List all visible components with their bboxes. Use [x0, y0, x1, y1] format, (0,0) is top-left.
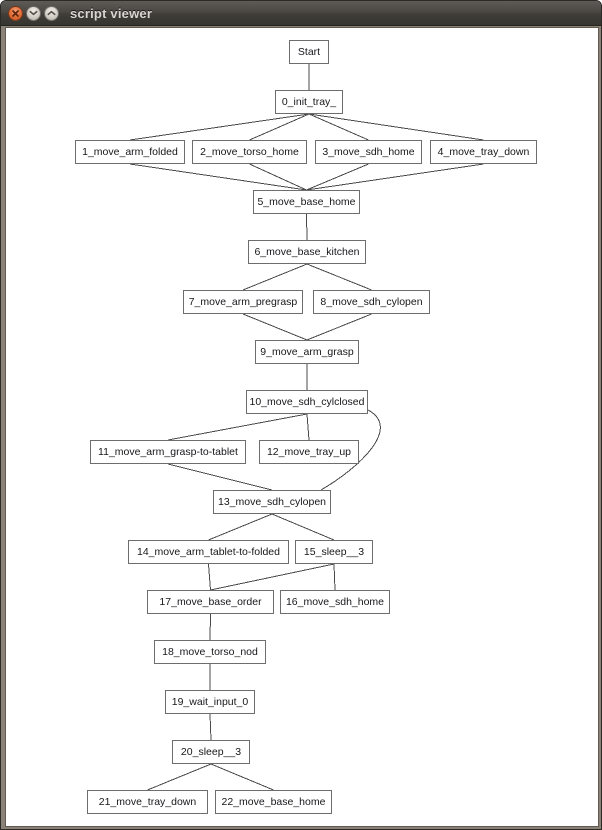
flowchart-edge — [306, 163, 484, 191]
flowchart-node-n21[interactable]: 21_move_tray_down — [87, 790, 208, 814]
flowchart-node-n14[interactable]: 14_move_arm_tablet-to-folded — [128, 540, 289, 564]
flowchart-edge — [306, 163, 369, 191]
flowchart-node-n17[interactable]: 17_move_base_order — [147, 590, 274, 614]
flowchart-node-label: 10_move_sdh_cylclosed — [249, 395, 365, 408]
flowchart-node-n20[interactable]: 20_sleep__3 — [172, 740, 250, 764]
flowchart-node-label: 3_move_sdh_home — [322, 145, 415, 158]
flowchart-edge — [147, 763, 212, 791]
flowchart-edge — [306, 263, 372, 291]
flowchart-node-label: 14_move_arm_tablet-to-folded — [136, 545, 280, 558]
flowchart-edge — [208, 563, 211, 591]
flowchart-edge — [167, 463, 273, 491]
flowchart-edge — [208, 513, 273, 541]
flowchart-node-n8[interactable]: 8_move_sdh_cylopen — [313, 290, 430, 314]
flowchart-node-label: 11_move_arm_grasp-to-tablet — [98, 445, 238, 458]
chevron-down-icon — [29, 10, 38, 16]
window-title: script viewer — [70, 5, 153, 21]
chevron-up-icon — [47, 10, 56, 16]
window-controls — [8, 5, 59, 21]
flowchart-edge — [306, 213, 308, 241]
flowchart-node-n1[interactable]: 1_move_arm_folded — [75, 140, 185, 164]
flowchart-node-label: 5_move_base_home — [257, 195, 356, 208]
flowchart-edge — [320, 409, 381, 491]
flowchart-edges — [129, 64, 484, 791]
flowchart-node-n4[interactable]: 4_move_tray_down — [430, 140, 537, 164]
flowchart-node-label: Start — [297, 45, 321, 58]
flowchart-node-n13[interactable]: 13_move_sdh_cylopen — [213, 490, 331, 514]
flowchart-edge — [209, 613, 211, 641]
flowchart-node-label: 8_move_sdh_cylopen — [320, 295, 423, 308]
flowchart-node-label: 21_move_tray_down — [98, 795, 197, 808]
flowchart-node-n0[interactable]: 0_init_tray_ — [275, 90, 343, 114]
close-button[interactable] — [8, 5, 23, 21]
flowchart-node-label: 1_move_arm_folded — [82, 145, 178, 158]
flowchart-node-label: 7_move_arm_pregrasp — [188, 295, 298, 308]
flowchart-node-label: 0_init_tray_ — [281, 95, 337, 108]
flowchart-edge — [242, 263, 308, 291]
flowchart-node-label: 4_move_tray_down — [437, 145, 530, 158]
flowchart-edge — [209, 713, 212, 741]
flowchart-node-start[interactable]: Start — [289, 40, 329, 64]
flowchart-node-label: 19_wait_input_0 — [171, 695, 249, 708]
flowchart: Start 0_init_tray_ 1_move_arm_folded 2_move… — [6, 28, 598, 826]
flowchart-node-n6[interactable]: 6_move_base_kitchen — [248, 240, 366, 264]
flowchart-node-n7[interactable]: 7_move_arm_pregrasp — [183, 290, 303, 314]
flowchart-node-label: 16_move_sdh_home — [285, 595, 385, 608]
flowchart-edge — [271, 513, 335, 541]
flowchart-node-n12[interactable]: 12_move_tray_up — [259, 440, 359, 464]
flowchart-node-label: 18_move_torso_nod — [162, 645, 258, 658]
flowchart-node-label: 9_move_arm_grasp — [260, 345, 354, 358]
flowchart-node-label: 6_move_base_kitchen — [254, 245, 360, 258]
flowchart-node-n22[interactable]: 22_move_base_home — [215, 790, 332, 814]
flowchart-edge — [306, 413, 310, 441]
close-icon — [12, 9, 19, 17]
flowchart-edge — [129, 113, 310, 141]
flowchart-node-label: 15_sleep__3 — [303, 545, 365, 558]
graph-canvas[interactable]: Start 0_init_tray_ 1_move_arm_folded 2_move… — [5, 27, 599, 827]
flowchart-node-label: 12_move_tray_up — [266, 445, 352, 458]
flowchart-edge — [167, 413, 308, 441]
window-titlebar[interactable]: script viewer — [1, 1, 601, 26]
flowchart-edge — [306, 313, 372, 341]
flowchart-edge — [129, 163, 307, 191]
flowchart-node-label: 2_move_torso_home — [200, 145, 299, 158]
flowchart-node-label: 13_move_sdh_cylopen — [218, 495, 326, 508]
flowchart-edge — [242, 313, 308, 341]
flowchart-edge — [210, 763, 274, 791]
flowchart-node-n2[interactable]: 2_move_torso_home — [192, 140, 307, 164]
flowchart-node-n15[interactable]: 15_sleep__3 — [295, 540, 373, 564]
flowchart-edge — [210, 563, 335, 591]
flowchart-edge — [249, 163, 307, 191]
flowchart-node-n5[interactable]: 5_move_base_home — [253, 190, 360, 214]
flowchart-node-n11[interactable]: 11_move_arm_grasp-to-tablet — [90, 440, 246, 464]
flowchart-node-n19[interactable]: 19_wait_input_0 — [165, 690, 255, 714]
flowchart-edge — [308, 113, 484, 141]
maximize-button[interactable] — [44, 5, 59, 21]
flowchart-edge — [308, 113, 369, 141]
flowchart-node-label: 20_sleep__3 — [180, 745, 242, 758]
flowchart-node-n3[interactable]: 3_move_sdh_home — [315, 140, 422, 164]
flowchart-node-n10[interactable]: 10_move_sdh_cylclosed — [246, 390, 368, 414]
flowchart-node-n9[interactable]: 9_move_arm_grasp — [255, 340, 359, 364]
minimize-button[interactable] — [26, 5, 41, 21]
flowchart-node-label: 17_move_base_order — [159, 595, 262, 608]
flowchart-node-n18[interactable]: 18_move_torso_nod — [154, 640, 266, 664]
flowchart-node-label: 22_move_base_home — [221, 795, 326, 808]
flowchart-node-n16[interactable]: 16_move_sdh_home — [280, 590, 390, 614]
flowchart-edge — [249, 113, 310, 141]
flowchart-edge — [333, 563, 336, 591]
